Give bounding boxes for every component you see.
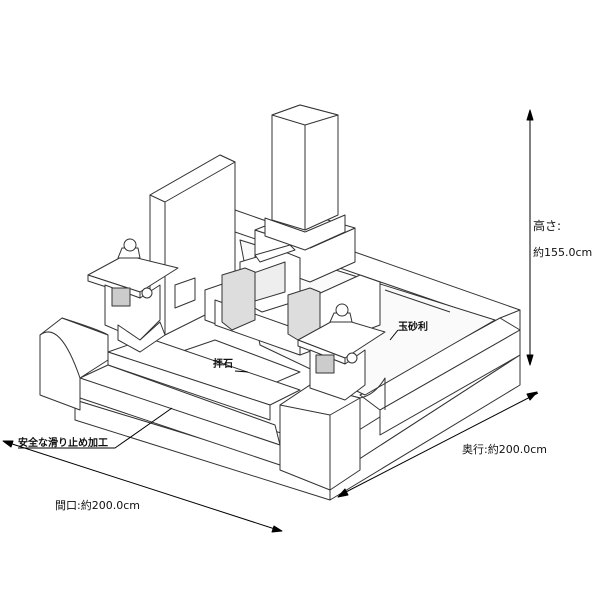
anti-slip-callout: 安全な滑り止め加工 [18,438,108,449]
front-post-left [39,317,109,411]
worship-stone-callout: 拝石 [213,359,233,370]
height-label: 高さ: [533,219,562,233]
width-arrow [5,441,279,531]
leader-lines [18,329,399,449]
lantern-left [87,238,179,353]
front-post-right [279,377,386,491]
lantern-right [297,303,386,401]
dimension-arrows [2,109,539,533]
width-label: 間口:約200.0cm [55,499,140,512]
height-value: 約155.0cm [533,246,593,259]
depth-arrow [341,392,539,495]
entrance-steps [79,337,301,466]
depth-label: 奥行:約200.0cm [462,443,547,456]
gravel-callout: 玉砂利 [398,322,428,333]
